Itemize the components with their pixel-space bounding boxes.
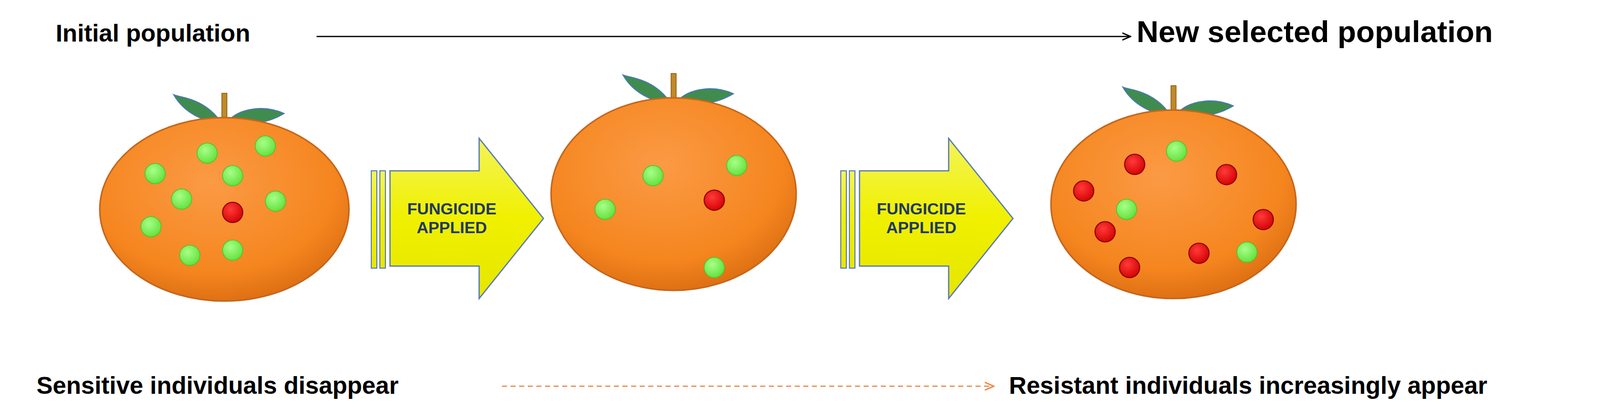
- arrow-outline: [859, 138, 1013, 299]
- arrow-outline: [389, 138, 544, 299]
- sensitive-dot: [144, 163, 166, 184]
- sensitive-dot: [1166, 140, 1187, 162]
- sensitive-dot: [595, 199, 616, 220]
- arrow-bar: [849, 170, 855, 268]
- sensitive-dot: [1236, 242, 1258, 263]
- orange-body: [551, 97, 797, 291]
- sensitive-dot: [255, 135, 276, 156]
- caption-text: Resistant individuals increasingly appea…: [1006, 371, 1490, 400]
- orange-fruit: [99, 93, 349, 301]
- resistant-dot: [1253, 209, 1274, 230]
- sensitive-dot: [171, 188, 192, 210]
- caption-text: New selected population: [1134, 14, 1495, 50]
- sensitive-dot: [222, 240, 243, 261]
- sensitive-dot: [726, 154, 748, 176]
- sensitive-dot: [704, 257, 725, 278]
- sensitive-dot: [179, 245, 201, 266]
- orange-fruit: [1050, 85, 1297, 299]
- trend-arrow: [501, 385, 994, 387]
- arrow-bar: [379, 170, 386, 268]
- caption-text: Initial population: [53, 19, 253, 48]
- orange-body: [99, 117, 349, 301]
- fungicide-arrow: FUNGICIDE APPLIED: [858, 136, 1015, 300]
- timeline-arrow: [316, 35, 1131, 38]
- sensitive-dot: [1116, 199, 1137, 220]
- arrow-bar: [840, 170, 847, 268]
- sensitive-dot: [197, 142, 218, 164]
- resistant-dot: [1124, 153, 1145, 175]
- sensitive-dot: [642, 165, 663, 186]
- orange-fruit: [551, 73, 797, 291]
- sensitive-dot: [265, 190, 286, 212]
- resistant-dot: [222, 202, 243, 223]
- resistant-dot: [704, 189, 725, 211]
- resistant-dot: [1188, 243, 1209, 264]
- sensitive-dot: [140, 216, 162, 237]
- fungicide-arrow: FUNGICIDE APPLIED: [388, 136, 545, 300]
- resistant-dot: [1073, 180, 1095, 202]
- resistant-dot: [1119, 257, 1140, 278]
- arrow-bar: [371, 170, 377, 268]
- arrow-label: FUNGICIDE APPLIED: [863, 173, 980, 263]
- resistant-dot: [1216, 164, 1237, 185]
- resistant-dot: [1095, 221, 1116, 242]
- caption-text: Sensitive individuals disappear: [34, 371, 401, 400]
- orange-body: [1050, 109, 1297, 299]
- sensitive-dot: [222, 165, 243, 186]
- arrow-label: FUNGICIDE APPLIED: [394, 173, 510, 263]
